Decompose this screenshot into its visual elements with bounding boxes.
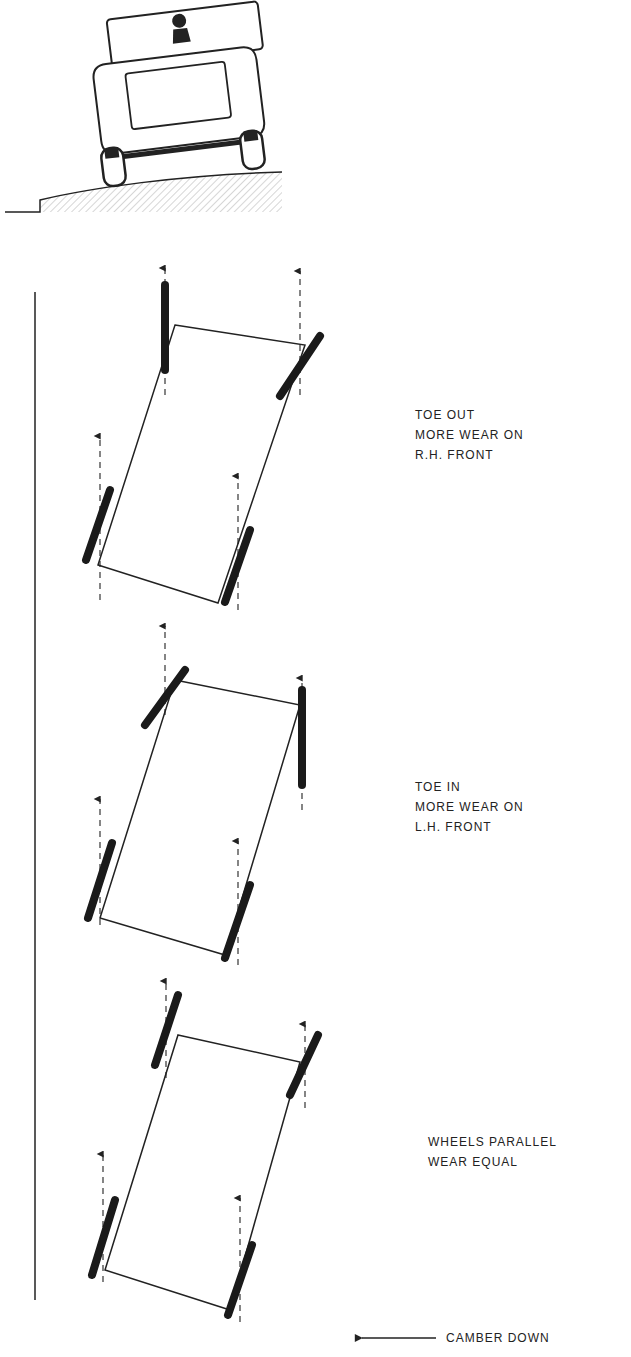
direction-note: CAMBER DOWN [446,1328,606,1348]
wheel [225,530,250,602]
wheel [280,336,320,396]
wheel [298,690,306,785]
wear-note: MORE WEAR ON L.H. FRONT [415,797,527,837]
wheel [92,1200,115,1275]
direction-arrow [237,841,238,965]
wheel [88,843,112,918]
direction-arrow [102,1154,103,1282]
direction-arrow [164,268,165,395]
direction-arrow [237,476,238,610]
wheel [155,995,178,1065]
car-body [100,680,300,955]
wear-note: TOE IN [415,777,565,797]
direction-arrow [99,799,100,925]
wheel [86,490,110,560]
wheel [145,670,185,725]
wheel [161,285,169,370]
direction-arrow [301,678,302,810]
direction-arrow [239,1198,240,1322]
wear-note: WEAR EQUAL [428,1152,598,1172]
wear-note: MORE WEAR ON R.H. FRONT [415,425,527,465]
plan-views [86,268,320,1322]
wear-note: WHEELS PARALLEL [428,1132,598,1152]
car-body [98,325,305,603]
wheel [225,885,250,958]
camber-arrow [362,1337,436,1339]
wear-note: TOE OUT [415,405,565,425]
wheel [290,1035,318,1095]
wheel [228,1245,252,1315]
direction-arrow [299,271,300,395]
road-camber [5,172,282,212]
kerb-line [34,292,36,1300]
car-body [105,1035,300,1310]
car-rear-view [85,1,278,187]
